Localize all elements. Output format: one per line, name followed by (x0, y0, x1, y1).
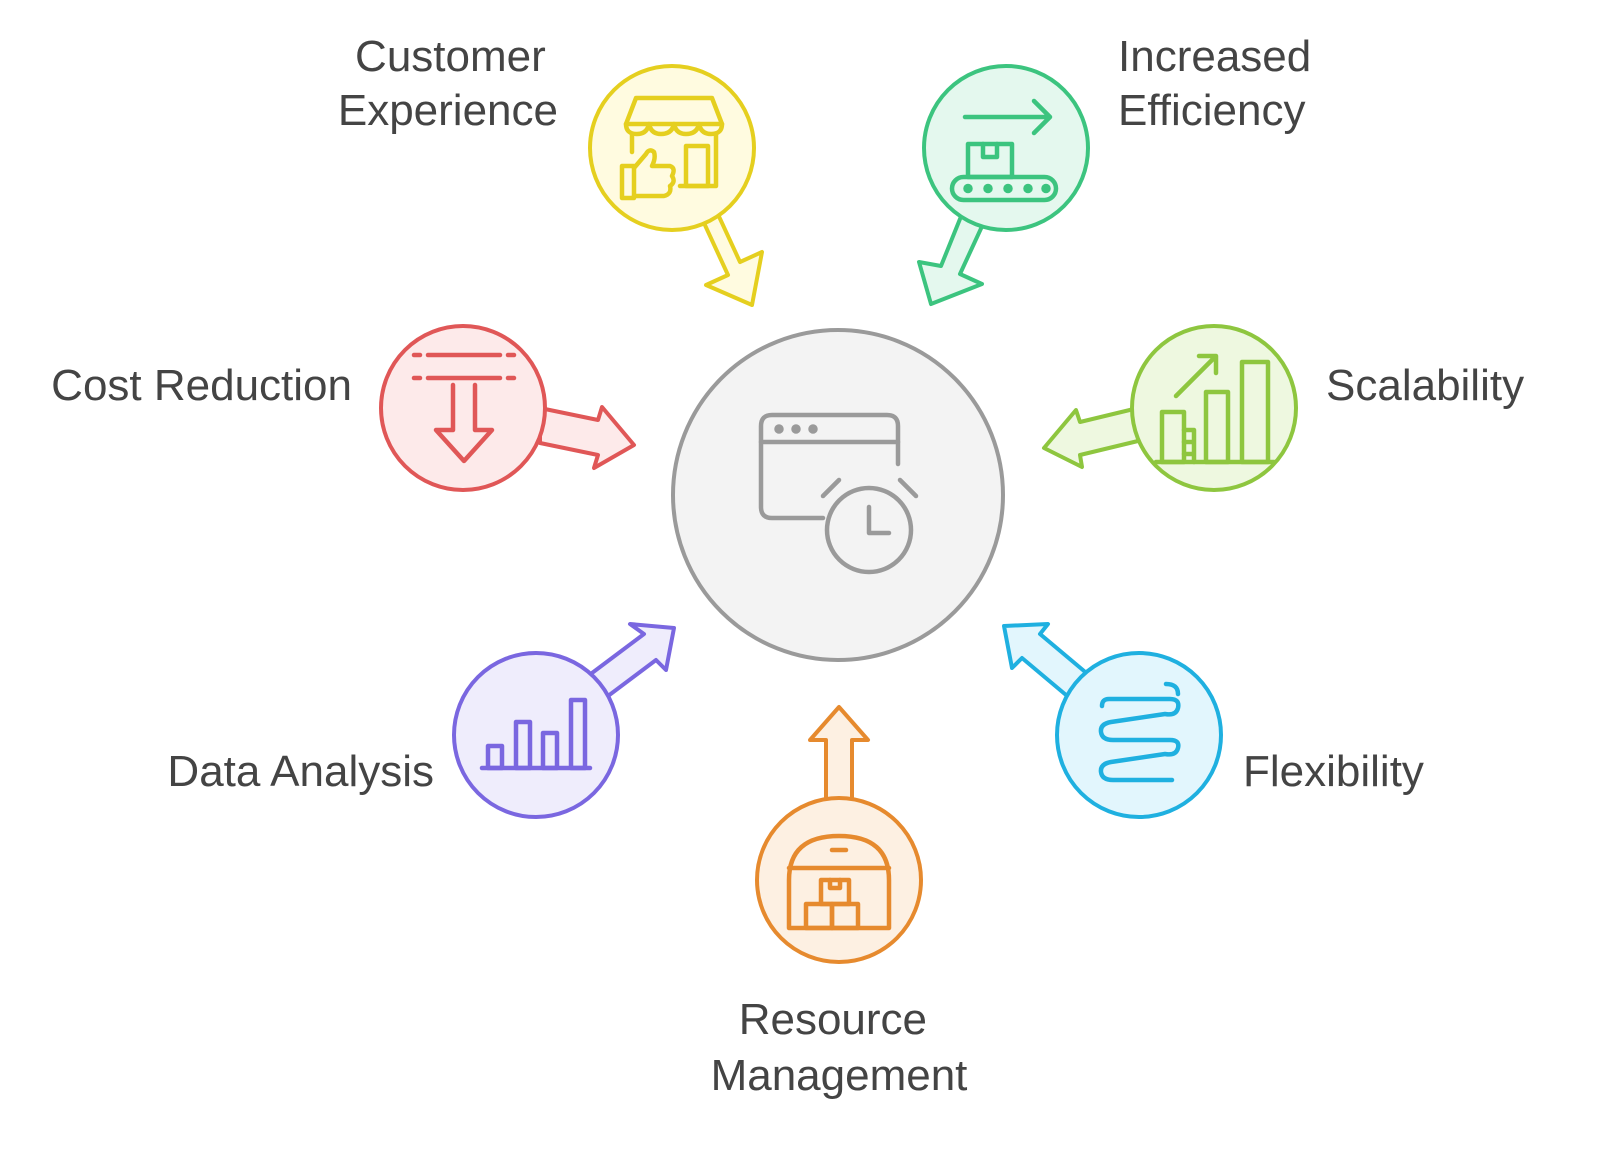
data-analysis-label: Data Analysis (167, 747, 434, 796)
scalability-arrow (1042, 406, 1140, 469)
browser-window-clock-icon (758, 412, 919, 575)
scalability-circle (1130, 324, 1298, 492)
flexibility-arrow (1002, 622, 1092, 702)
cost-reduction-circle (379, 324, 547, 492)
customer-experience-label: Customer Experience (338, 32, 558, 135)
spring-coil-icon (1098, 681, 1181, 783)
growth-chart-icon (1153, 353, 1277, 465)
flexibility-circle (1055, 651, 1223, 819)
cost-reduction-label-line-1: Cost Reduction (51, 361, 352, 410)
cost-reduction-label: Cost Reduction (51, 361, 352, 410)
conveyor-belt-icon (949, 98, 1059, 203)
resource-management-arrow (808, 705, 870, 802)
node-resource-management: Resource Management (711, 705, 968, 1100)
node-data-analysis: Data Analysis (167, 622, 676, 819)
center-node (671, 328, 1005, 662)
resource-management-label-line-1: Resource (739, 995, 927, 1044)
scalability-label: Scalability (1326, 361, 1524, 410)
increased-efficiency-circle (922, 64, 1090, 232)
center-circle (671, 328, 1005, 662)
node-cost-reduction: Cost Reduction (51, 324, 636, 492)
data-analysis-circle (452, 651, 620, 819)
customer-experience-label-line-2: Experience (338, 86, 558, 135)
data-analysis-label-line-1: Data Analysis (167, 747, 434, 796)
resource-management-label-line-2: Management (711, 1051, 968, 1100)
customer-experience-arrow (692, 208, 764, 307)
node-customer-experience: Customer Experience (338, 32, 764, 307)
customer-experience-label-line-1: Customer (355, 32, 546, 81)
flexibility-label: Flexibility (1243, 747, 1424, 796)
resource-management-label: Resource Management (711, 995, 968, 1100)
node-scalability: Scalability (1042, 324, 1524, 492)
flexibility-label-line-1: Flexibility (1243, 747, 1424, 796)
down-arrow-limit-icon (411, 352, 517, 464)
cost-reduction-arrow (538, 405, 636, 470)
node-increased-efficiency: Increased Efficiency (917, 32, 1323, 306)
scalability-label-line-1: Scalability (1326, 361, 1524, 410)
storefront-thumbs-up-icon (619, 95, 725, 201)
increased-efficiency-arrow (917, 210, 986, 306)
increased-efficiency-label-line-2: Efficiency (1118, 86, 1306, 135)
node-flexibility: Flexibility (1002, 622, 1424, 819)
customer-experience-circle (588, 64, 756, 232)
bar-chart-icon (479, 697, 593, 771)
increased-efficiency-label: Increased Efficiency (1118, 32, 1323, 135)
increased-efficiency-label-line-1: Increased (1118, 32, 1311, 81)
warehouse-boxes-icon (786, 833, 892, 931)
